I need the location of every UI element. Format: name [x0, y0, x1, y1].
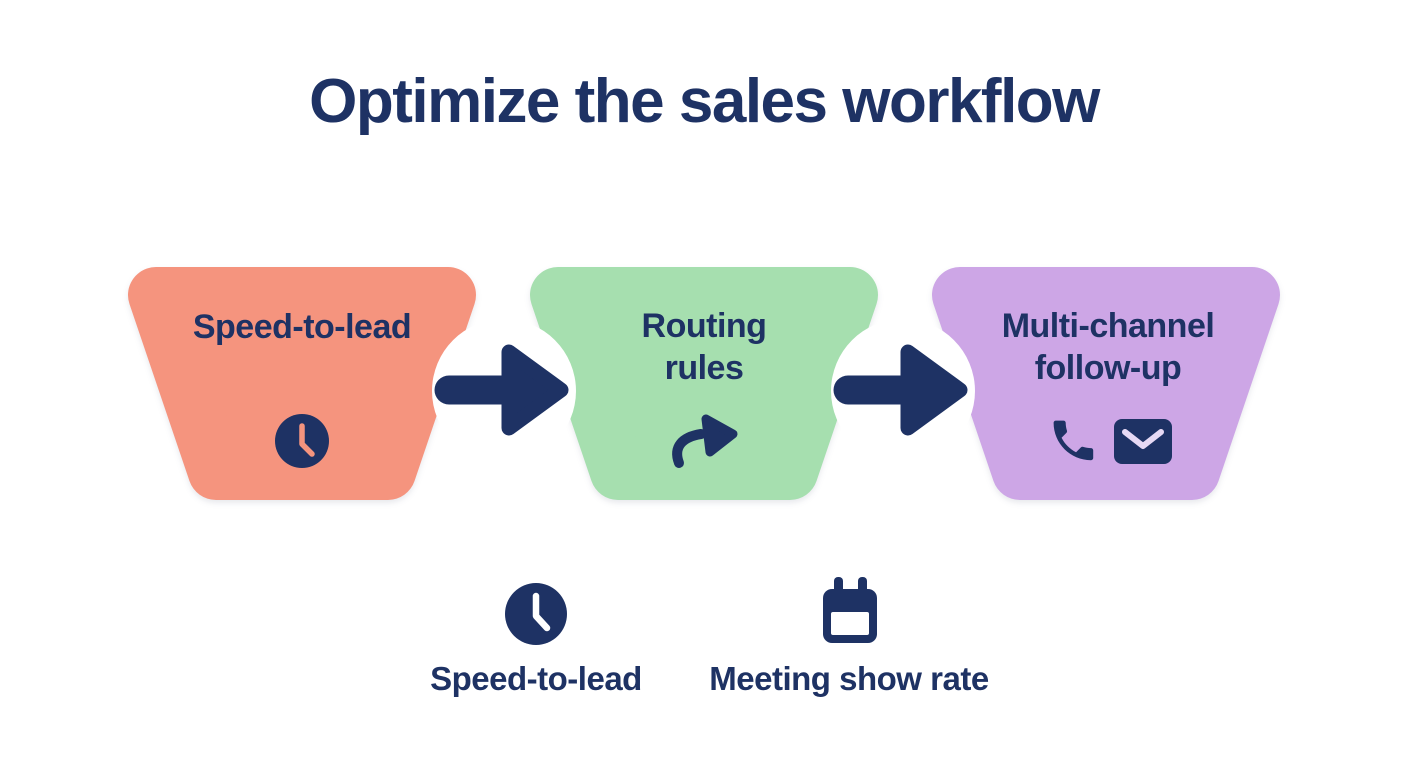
- arrow-right-icon: [434, 344, 569, 436]
- phone-icon: [1053, 420, 1094, 461]
- clock-icon: [505, 583, 567, 645]
- stage-routing-rules: [530, 267, 878, 500]
- metric-1-label: Speed-to-lead: [430, 660, 642, 697]
- calendar-icon: [823, 577, 877, 643]
- envelope-icon: [1114, 419, 1172, 464]
- stage-multi-channel: [932, 267, 1280, 500]
- arrow-right-icon: [833, 344, 968, 436]
- funnel-shape-purple: [932, 267, 1280, 500]
- metric-meeting-show-rate: Meeting show rate: [709, 577, 989, 697]
- clock-icon: [275, 414, 329, 468]
- stage-speed-to-lead: [128, 267, 476, 500]
- stage-3-label-line1: Multi-channel: [1002, 307, 1215, 345]
- page-title: Optimize the sales workflow: [309, 67, 1101, 136]
- metric-2-label: Meeting show rate: [709, 660, 989, 697]
- stage-3-label-line2: follow-up: [1035, 349, 1182, 387]
- metric-speed-to-lead: Speed-to-lead: [430, 583, 642, 697]
- stage-1-label: Speed-to-lead: [193, 308, 411, 346]
- funnel-shape-salmon: [128, 267, 476, 500]
- share-arrow-icon: [672, 414, 738, 468]
- funnel-shape-green: [530, 267, 878, 500]
- stage-2-label-line2: rules: [665, 349, 744, 387]
- stage-2-label-line1: Routing: [642, 307, 767, 345]
